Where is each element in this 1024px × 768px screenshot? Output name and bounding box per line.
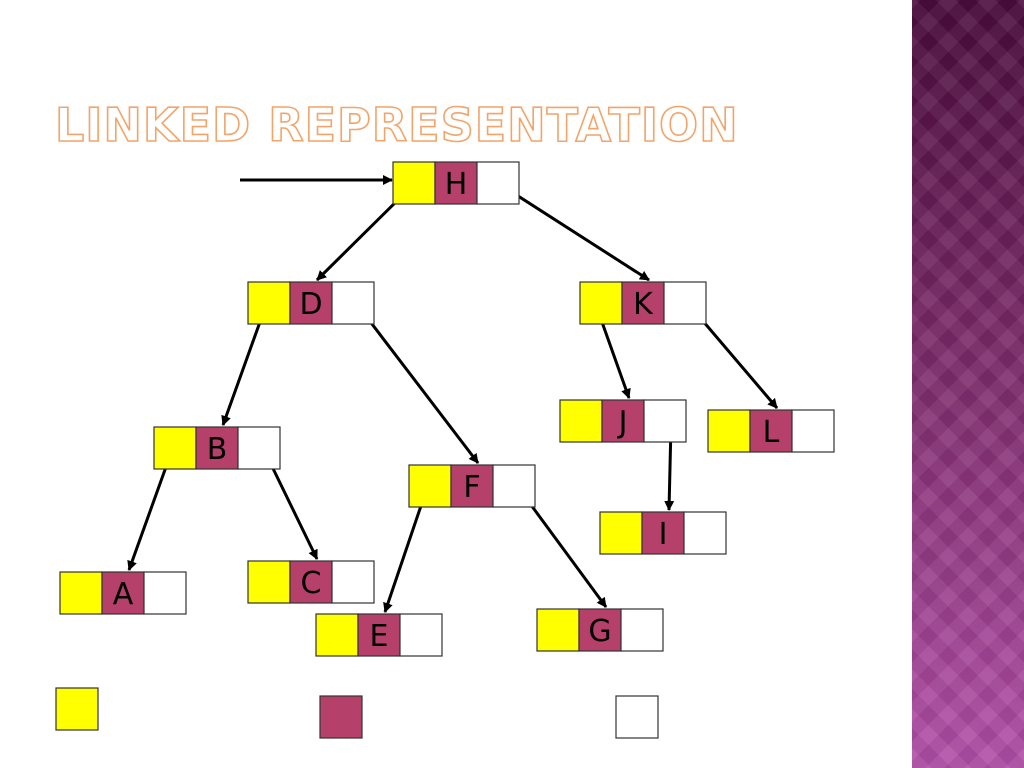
left-link-cell	[392, 161, 436, 205]
node-label: C	[301, 566, 322, 601]
linked-tree-diagram: H D K B F J L I A C E G	[55, 161, 835, 739]
tree-node-i: I	[599, 511, 727, 555]
right-link-cell	[237, 426, 281, 470]
tree-node-g: G	[536, 608, 664, 652]
edge-b-c	[263, 451, 319, 560]
right-link-cell	[492, 464, 536, 508]
data-cell	[601, 399, 645, 443]
tree-node-a: A	[59, 571, 187, 615]
left-link-cell	[599, 511, 643, 555]
decorative-side-panel	[912, 0, 1024, 768]
right-link-cell	[331, 281, 375, 325]
node-label: H	[445, 167, 468, 202]
tree-node-k: K	[579, 281, 707, 325]
data-cell	[101, 571, 145, 615]
nodes-layer: H D K B F J L I A C E G	[59, 161, 835, 657]
slide-title: LINKED REPRESENTATION	[54, 97, 739, 153]
edge-h-k	[503, 185, 650, 282]
edge-d-b	[221, 307, 267, 426]
edge-b-a	[127, 452, 173, 571]
edge-f-g	[518, 489, 608, 608]
node-label: L	[763, 415, 780, 450]
right-link-cell	[399, 613, 443, 657]
left-link-cell	[536, 608, 580, 652]
right-link-cell	[143, 571, 187, 615]
node-label: A	[113, 577, 134, 612]
left-link-cell	[707, 409, 751, 453]
data-cell	[450, 464, 494, 508]
node-label: D	[299, 287, 322, 322]
data-cell	[578, 608, 622, 652]
legend-layer	[55, 687, 659, 739]
left-link-cell	[315, 613, 359, 657]
tree-node-c: C	[247, 560, 375, 604]
legend-left-link-swatch	[55, 687, 99, 731]
data-cell	[641, 511, 685, 555]
data-cell	[621, 281, 665, 325]
tree-node-e: E	[315, 613, 443, 657]
data-cell	[749, 409, 793, 453]
left-link-cell	[153, 426, 197, 470]
right-link-cell	[663, 281, 707, 325]
right-link-cell	[683, 511, 727, 555]
node-label: K	[633, 287, 654, 322]
tree-node-l: L	[707, 409, 835, 453]
tree-node-h: H	[392, 161, 520, 205]
left-link-cell	[559, 399, 603, 443]
right-link-cell	[476, 161, 520, 205]
left-link-cell	[247, 281, 291, 325]
legend-right-link-swatch	[615, 695, 659, 739]
data-cell	[434, 161, 478, 205]
node-label: I	[659, 517, 668, 552]
tree-node-d: D	[247, 281, 375, 325]
data-cell	[357, 613, 401, 657]
tree-node-j: J	[559, 399, 687, 443]
right-link-cell	[331, 560, 375, 604]
left-link-cell	[247, 560, 291, 604]
left-link-cell	[59, 571, 103, 615]
node-label: B	[207, 432, 228, 467]
node-label: E	[370, 619, 389, 654]
tree-node-f: F	[408, 464, 536, 508]
tree-node-b: B	[153, 426, 281, 470]
edge-f-e	[383, 490, 428, 613]
right-link-cell	[791, 409, 835, 453]
left-link-cell	[579, 281, 623, 325]
node-label: J	[617, 405, 628, 440]
legend-data-swatch	[319, 695, 363, 739]
edge-d-f	[357, 306, 480, 464]
left-link-cell	[408, 464, 452, 508]
right-link-cell	[620, 608, 664, 652]
node-label: G	[588, 614, 611, 649]
right-link-cell	[643, 399, 687, 443]
data-cell	[195, 426, 239, 470]
node-label: F	[463, 470, 480, 505]
